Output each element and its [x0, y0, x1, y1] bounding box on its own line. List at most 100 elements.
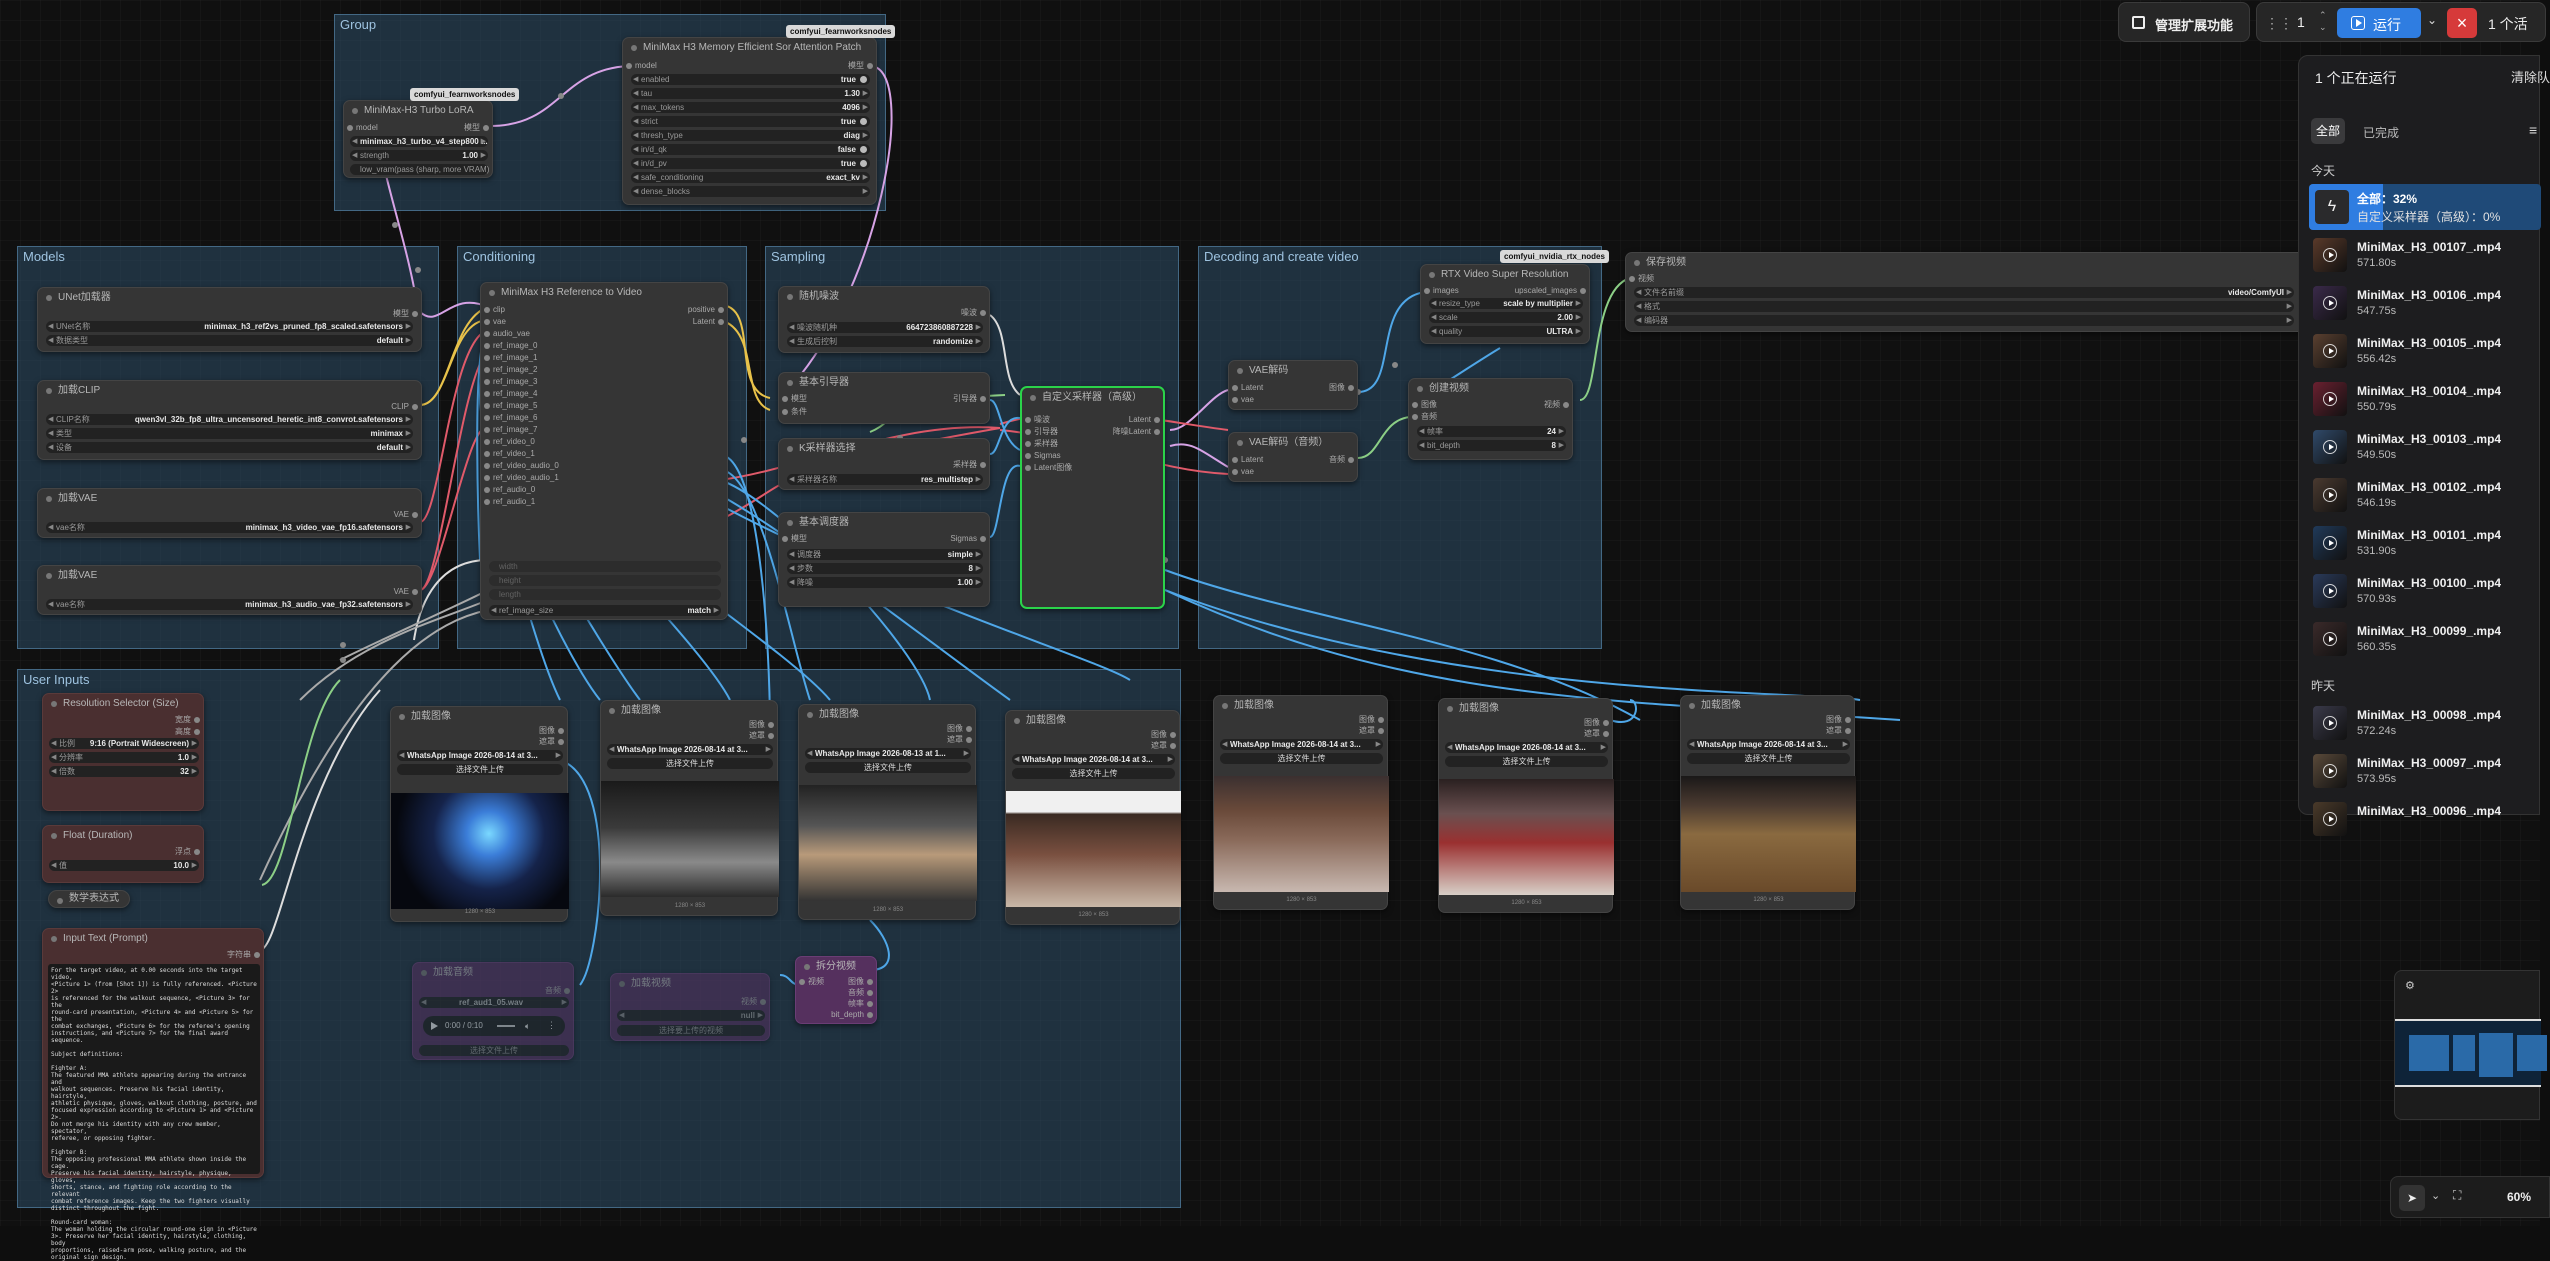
- aspect-ratio-widget[interactable]: 比例9:16 (Portrait Widescreen): [49, 738, 199, 749]
- input-ref-image-5[interactable]: ref_image_5: [481, 400, 537, 412]
- steps-widget[interactable]: 步数8: [787, 563, 983, 574]
- output-mask[interactable]: 遮罩: [539, 736, 567, 748]
- upload-button[interactable]: 选择文件上传: [1687, 753, 1850, 764]
- video-file-widget[interactable]: null: [617, 1010, 765, 1021]
- clear-queue-button[interactable]: 清除队: [2511, 70, 2550, 85]
- input-latent[interactable]: Latent: [1229, 454, 1263, 466]
- lora-note-widget[interactable]: low_vram(pass (sharp, more VRAM): [350, 164, 489, 175]
- attention-patch-node[interactable]: MiniMax H3 Memory Efficient Sor Attentio…: [622, 37, 877, 205]
- more-icon[interactable]: ⋮: [547, 1020, 556, 1030]
- lora-name-widget[interactable]: minimax_h3_turbo_v4_step800 ...: [350, 136, 488, 147]
- vae-loader-node[interactable]: 加载VAE VAE vae名称minimax_h3_video_vae_fp16…: [37, 488, 422, 538]
- output-string[interactable]: 字符串: [227, 949, 263, 961]
- output-mask[interactable]: 遮罩: [947, 734, 975, 746]
- minimap-settings-icon[interactable]: ⚙︎: [2405, 980, 2415, 992]
- output-mask[interactable]: 遮罩: [1584, 728, 1612, 740]
- output-sigmas[interactable]: Sigmas: [950, 533, 989, 545]
- input-text-prompt-node[interactable]: Input Text (Prompt) 字符串 For the target v…: [42, 928, 264, 1261]
- output-model[interactable]: 模型: [848, 60, 876, 72]
- upload-button[interactable]: 选择文件上传: [607, 758, 773, 769]
- mode-dropdown[interactable]: ⌄: [2431, 1190, 2441, 1202]
- width-widget[interactable]: width: [489, 561, 721, 572]
- filter-icon[interactable]: ≡: [2529, 122, 2538, 138]
- unet-loader-node[interactable]: UNet加载器 模型 UNet名称minimax_h3_ref2vs_prune…: [37, 287, 422, 352]
- input-ref-video-1[interactable]: ref_video_1: [481, 448, 535, 460]
- output-mask[interactable]: 遮罩: [1826, 725, 1854, 737]
- clip-name-widget[interactable]: CLIP名称qwen3vl_32b_fp8_ultra_uncensored_h…: [46, 414, 413, 425]
- output-mask[interactable]: 遮罩: [1359, 725, 1387, 737]
- output-vae[interactable]: VAE: [394, 509, 421, 521]
- output-positive[interactable]: positive: [688, 304, 727, 316]
- drag-handle-icon[interactable]: ⋮⋮: [2265, 15, 2293, 31]
- play-icon[interactable]: [431, 1022, 438, 1030]
- rtx-video-super-resolution-node[interactable]: RTX Video Super Resolution images upscal…: [1420, 264, 1590, 344]
- output-image[interactable]: 图像: [947, 723, 975, 735]
- input-ref-audio-0[interactable]: ref_audio_0: [481, 484, 535, 496]
- input-ref-image-0[interactable]: ref_image_0: [481, 340, 537, 352]
- load-image-node[interactable]: 加载图像图像遮罩WhatsApp Image 2026-08-14 at 3..…: [390, 706, 569, 922]
- resolution-selector-node[interactable]: Resolution Selector (Size) 宽度 高度 比例9:16 …: [42, 693, 204, 811]
- upload-button[interactable]: 选择文件上传: [397, 764, 563, 775]
- running-job[interactable]: ϟ 全部：32% 自定义采样器（高级）：0%: [2309, 184, 2541, 230]
- image-file-widget[interactable]: WhatsApp Image 2026-08-14 at 3...: [1220, 739, 1383, 750]
- input-ref-image-3[interactable]: ref_image_3: [481, 376, 537, 388]
- upload-button[interactable]: 选择文件上传: [1220, 753, 1383, 764]
- input-model[interactable]: 模型: [779, 533, 807, 545]
- sampler-input[interactable]: Sigmas: [1022, 450, 1061, 462]
- input-latent[interactable]: Latent: [1229, 382, 1263, 394]
- input-ref-video-audio-0[interactable]: ref_video_audio_0: [481, 460, 559, 472]
- input-ref-audio-1[interactable]: ref_audio_1: [481, 496, 535, 508]
- output-model[interactable]: 模型: [464, 122, 492, 134]
- load-image-node[interactable]: 加载图像图像遮罩WhatsApp Image 2026-08-14 at 3..…: [1213, 695, 1389, 910]
- output-video[interactable]: 视频: [1544, 399, 1572, 411]
- image-file-widget[interactable]: WhatsApp Image 2026-08-14 at 3...: [1687, 739, 1850, 750]
- format-widget[interactable]: 格式: [1634, 301, 2294, 312]
- load-image-node[interactable]: 加载图像图像遮罩WhatsApp Image 2026-08-14 at 3..…: [1680, 695, 1856, 910]
- input-model[interactable]: model: [623, 60, 657, 72]
- output-mask[interactable]: 遮罩: [749, 730, 777, 742]
- output-image[interactable]: 图像: [1151, 729, 1179, 741]
- input-audio[interactable]: 音频: [1409, 411, 1437, 423]
- output-width[interactable]: 宽度: [175, 714, 203, 726]
- input-ref-video-0[interactable]: ref_video_0: [481, 436, 535, 448]
- upload-button[interactable]: 选择文件上传: [419, 1045, 569, 1056]
- output-vae[interactable]: VAE: [394, 586, 421, 598]
- audio-player[interactable]: 0:00 / 0:10 🔈︎ ⋮: [423, 1016, 565, 1036]
- output-upscaled-images[interactable]: upscaled_images: [1515, 285, 1589, 297]
- output-clip[interactable]: CLIP: [391, 401, 421, 413]
- output-image[interactable]: 图像: [539, 725, 567, 737]
- image-file-widget[interactable]: WhatsApp Image 2026-08-14 at 3...: [397, 750, 563, 761]
- split-output[interactable]: 图像: [848, 976, 876, 988]
- input-conditioning[interactable]: 条件: [779, 406, 807, 418]
- queue-item[interactable]: MiniMax_H3_00096_.mp4: [2313, 798, 2541, 840]
- input-video[interactable]: 视频: [1626, 273, 1654, 285]
- input-ref-image-1[interactable]: ref_image_1: [481, 352, 537, 364]
- input-ref-image-6[interactable]: ref_image_6: [481, 412, 537, 424]
- stepper[interactable]: ⌃⌄: [2319, 10, 2327, 32]
- denoise-widget[interactable]: 降噪1.00: [787, 577, 983, 588]
- input-vae[interactable]: vae: [1229, 466, 1254, 478]
- zoom-level[interactable]: 60%: [2507, 1190, 2532, 1204]
